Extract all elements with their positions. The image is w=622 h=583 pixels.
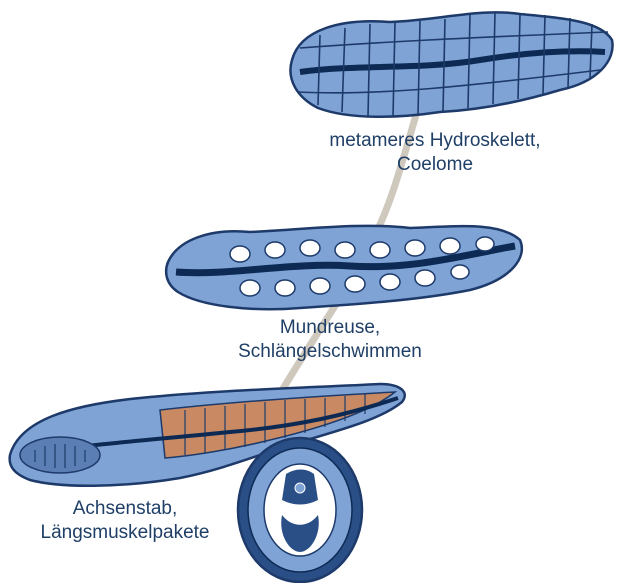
stage-label-mouth-filter: Mundreuse, Schlängelschwimmen (230, 316, 430, 364)
stage-label-notochord: Achsenstab, Längsmuskelpakete (10, 497, 240, 545)
stage-label-line: metameres Hydroskelett, (300, 129, 570, 153)
stage-label-line: Längsmuskelpakete (10, 521, 240, 545)
segmented-worm-illustration (290, 12, 612, 117)
stage-label-line: Schlängelschwimmen (230, 340, 430, 364)
swimming-worm-illustration (166, 226, 522, 309)
stage-label-hydroskeleton: metameres Hydroskelett, Coelome (300, 129, 570, 177)
stage-label-line: Coelome (300, 153, 570, 177)
stage-label-line: Achsenstab, (10, 497, 240, 521)
cross-section-illustration (238, 438, 362, 582)
stage-label-line: Mundreuse, (230, 316, 430, 340)
